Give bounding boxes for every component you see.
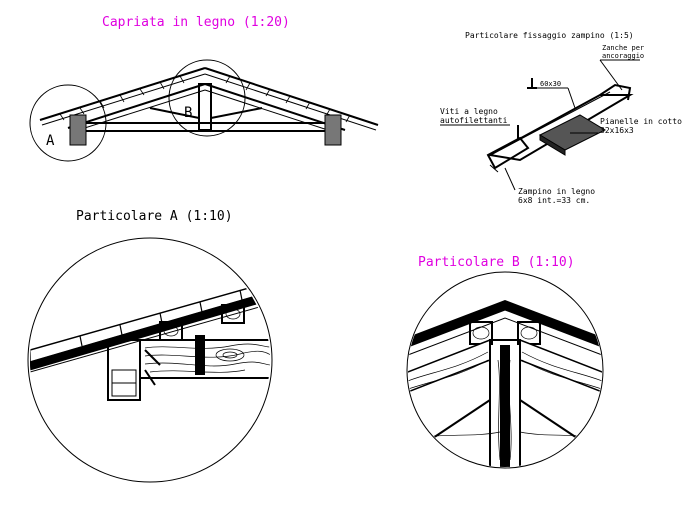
marker-a: A	[46, 133, 55, 149]
zampino-label: Zampino in legno	[518, 187, 595, 196]
fixing-detail	[440, 59, 640, 191]
callout-circle-a	[29, 84, 107, 162]
viti-label: Viti a legno	[440, 107, 498, 116]
fixing-title: Particolare fissaggio zampino (1:5)	[465, 31, 634, 40]
viti-label-2: autofilettanti	[440, 116, 508, 125]
detail-b-title: Particolare B (1:10)	[418, 255, 575, 270]
detail-a	[27, 237, 273, 483]
pianelle-label-2: 32x16x3	[600, 126, 634, 135]
zampino-label-2: 6x8 int.=33 cm.	[518, 196, 590, 205]
detail-b	[406, 271, 604, 469]
truss-title: Capriata in legno (1:20)	[102, 15, 290, 30]
pianelle-label: Pianelle in cotto	[600, 117, 682, 126]
zanche-label-2: ancoraggio	[602, 52, 644, 60]
marker-b: B	[184, 105, 192, 121]
detail-a-title: Particolare A (1:10)	[76, 209, 233, 224]
truss-elevation: A B	[29, 59, 379, 162]
beam-size-label: 60x30	[540, 80, 561, 88]
zanche-label: Zanche per	[602, 44, 644, 52]
callout-circle-b	[168, 59, 246, 137]
